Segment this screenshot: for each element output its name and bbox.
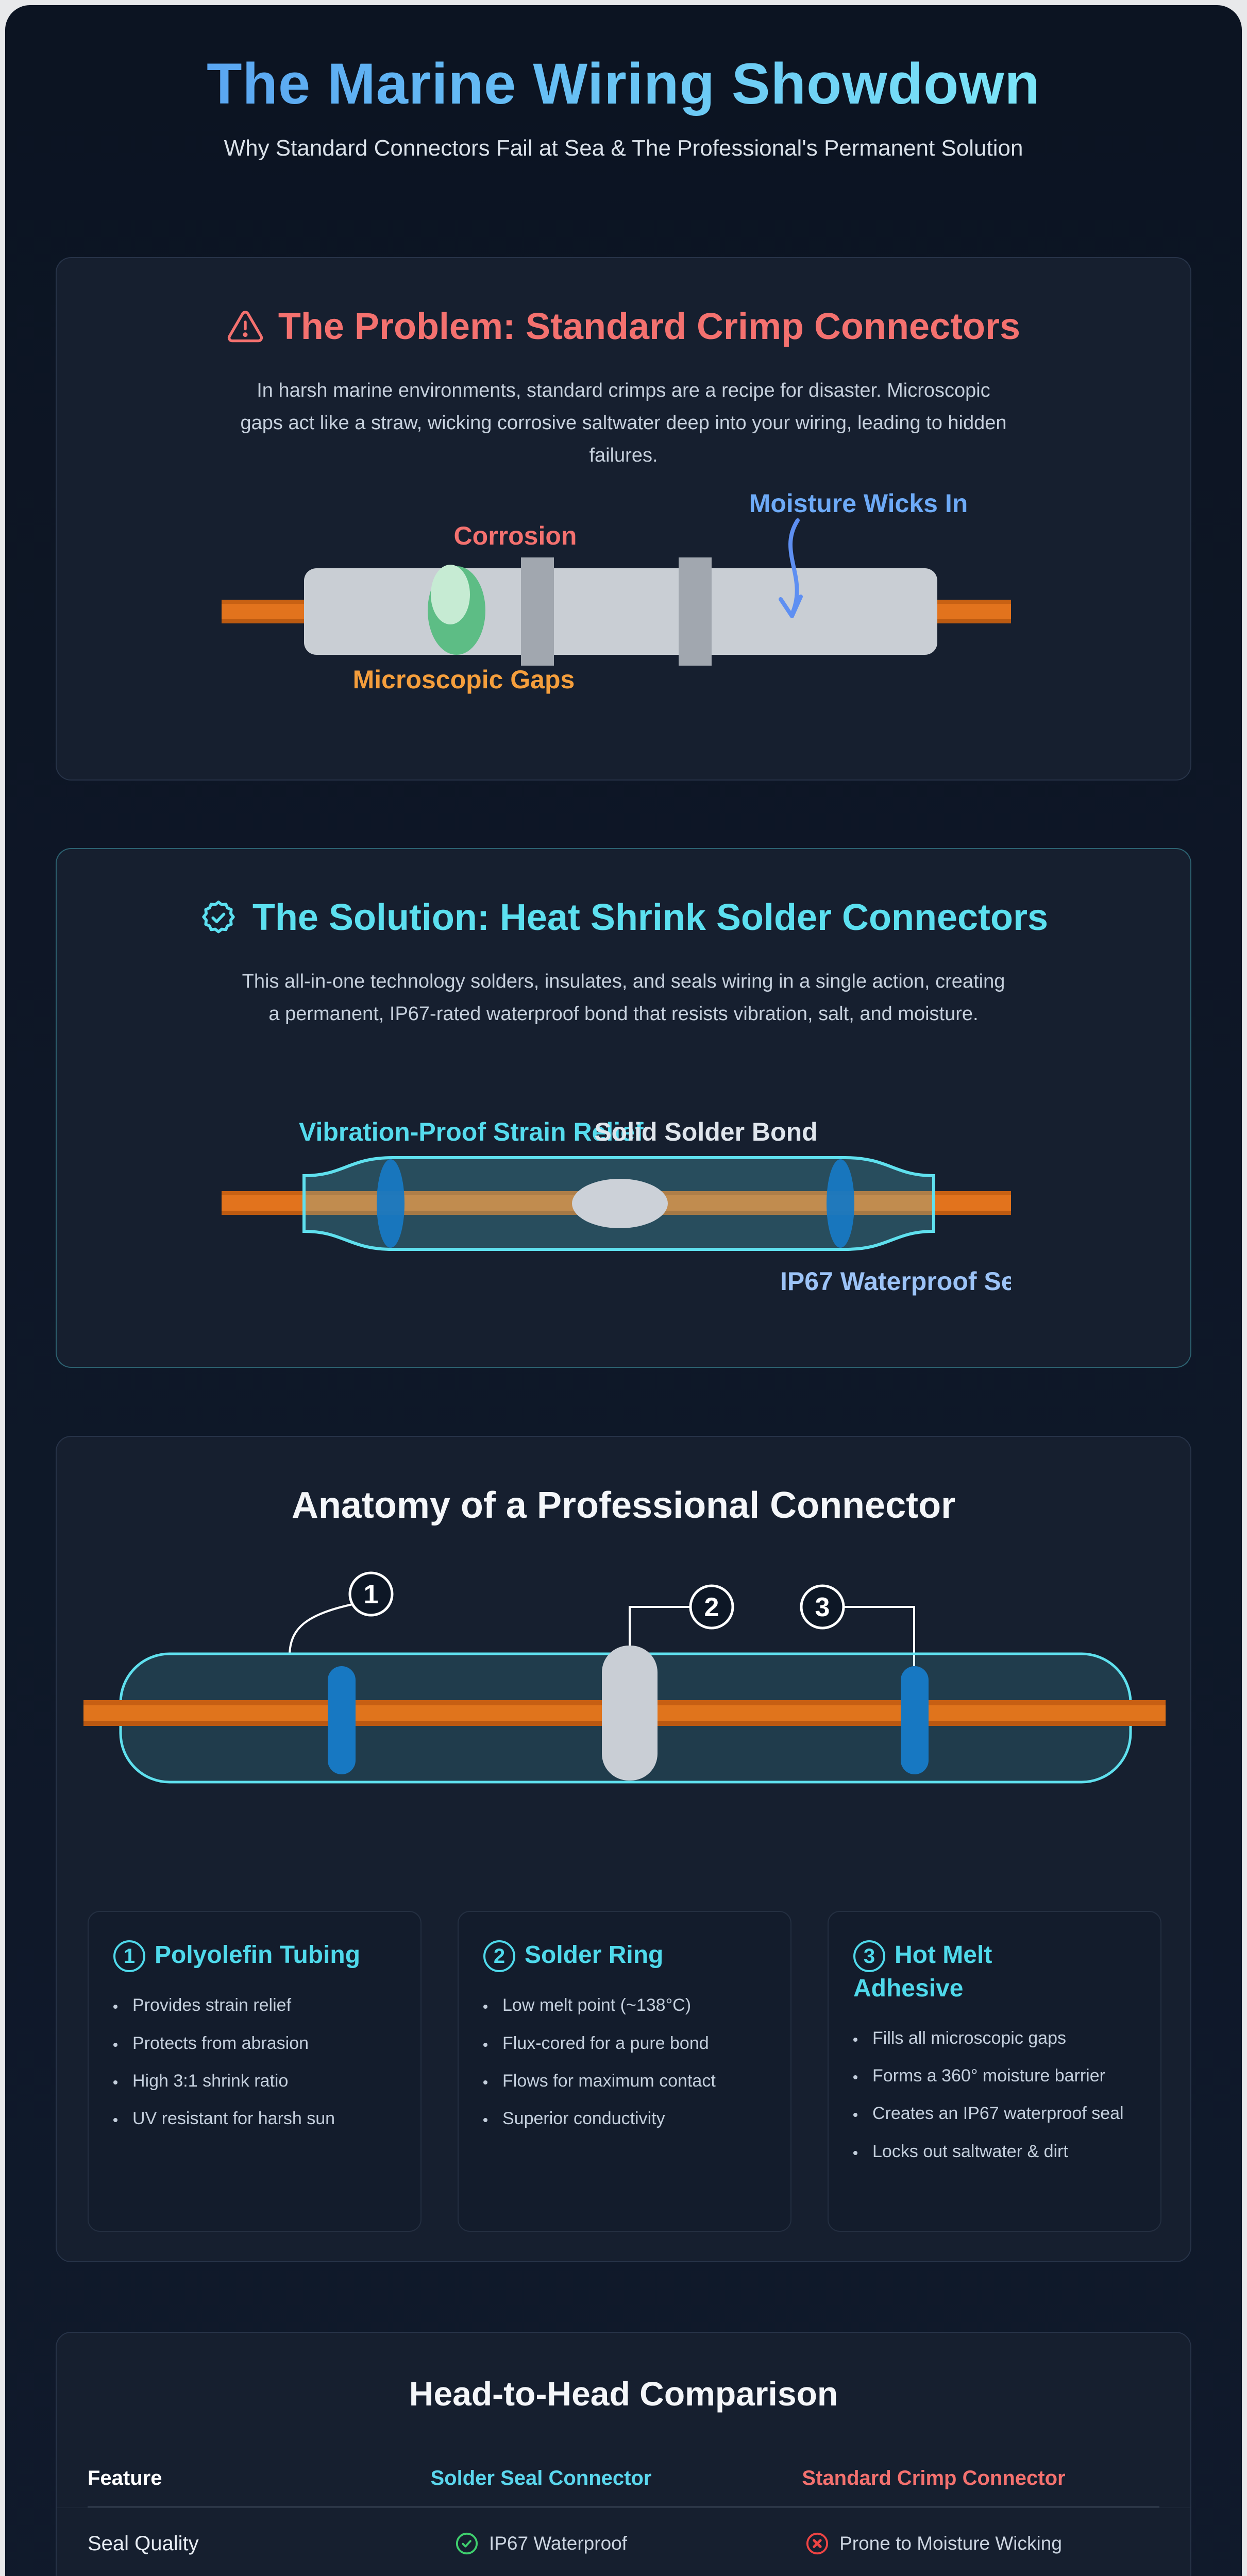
moisture-arrow	[788, 518, 800, 617]
anatomy-section: Anatomy of a Professional Connector 1	[56, 1436, 1191, 2262]
column-header-crimp: Standard Crimp Connector	[802, 2467, 1066, 2489]
crimp-failure-diagram: Corrosion Moisture Wicks In Microscopic …	[222, 489, 1011, 694]
bullet: Superior conductivity	[483, 2106, 766, 2131]
badge-1: 1	[348, 1571, 394, 1617]
adhesive-ring	[827, 1159, 854, 1248]
header-divider	[88, 2506, 1159, 2507]
label-gaps: Microscopic Gaps	[353, 665, 575, 694]
anatomy-heading: Anatomy of a Professional Connector	[57, 1484, 1190, 1527]
svg-text:1: 1	[364, 1580, 379, 1609]
infographic-page: The Marine Wiring Showdown Why Standard …	[5, 5, 1242, 2576]
comparison-heading: Head-to-Head Comparison	[57, 2374, 1190, 2413]
comparison-heading-text: Head-to-Head Comparison	[409, 2375, 838, 2413]
card-bullet-list: Low melt point (~138°C) Flux-cored for a…	[483, 1993, 766, 2131]
solution-heading: The Solution: Heat Shrink Solder Connect…	[57, 896, 1190, 939]
badge-3: 3	[800, 1584, 845, 1630]
table-row: Seal Quality IP67 Waterproof Prone to Mo…	[57, 2507, 1190, 2576]
solder-connector-diagram: Vibration-Proof Strain Relief Solid Sold…	[222, 1117, 1011, 1296]
number-badge: 3	[853, 1940, 885, 1973]
check-circle-icon	[455, 2532, 479, 2555]
x-circle-icon	[805, 2532, 829, 2555]
anatomy-diagram: 1 2 3	[83, 1571, 1166, 1784]
bullet: UV resistant for harsh sun	[113, 2106, 396, 2131]
card-bullet-list: Provides strain relief Protects from abr…	[113, 1993, 396, 2131]
shield-check-icon	[199, 898, 238, 937]
leader-line-3	[844, 1606, 915, 1666]
solder-blob	[572, 1179, 668, 1228]
bullet: Flux-cored for a pure bond	[483, 2031, 766, 2056]
header: The Marine Wiring Showdown Why Standard …	[5, 5, 1242, 165]
anatomy-heading-text: Anatomy of a Professional Connector	[291, 1485, 956, 1526]
leader-line-2	[629, 1606, 690, 1659]
problem-heading-text: The Problem: Standard Crimp Connectors	[278, 306, 1021, 347]
bullet: Locks out saltwater & dirt	[853, 2139, 1136, 2164]
solution-section: The Solution: Heat Shrink Solder Connect…	[56, 848, 1191, 1368]
bullet: Provides strain relief	[113, 1993, 396, 2018]
adhesive-ring	[901, 1666, 929, 1774]
solution-body: This all-in-one technology solders, insu…	[242, 971, 1005, 1025]
bullet: Low melt point (~138°C)	[483, 1993, 766, 2018]
page-subtitle: Why Standard Connectors Fail at Sea & Th…	[224, 135, 1023, 161]
badge-2: 2	[689, 1584, 734, 1630]
leader-line-1	[289, 1603, 353, 1654]
svg-text:3: 3	[815, 1592, 830, 1622]
page-title: The Marine Wiring Showdown	[207, 52, 1040, 116]
label-solder-bond: Solid Solder Bond	[594, 1117, 817, 1146]
bullet: High 3:1 shrink ratio	[113, 2069, 396, 2094]
column-header-solder: Solder Seal Connector	[430, 2467, 652, 2489]
adhesive-ring	[377, 1159, 405, 1248]
solder-ring	[602, 1646, 658, 1781]
bullet: Forms a 360° moisture barrier	[853, 2063, 1136, 2089]
bullet: Fills all microscopic gaps	[853, 2026, 1136, 2051]
problem-heading: The Problem: Standard Crimp Connectors	[57, 306, 1190, 348]
crimp-band	[521, 557, 554, 666]
problem-body: In harsh marine environments, standard c…	[240, 380, 1007, 467]
warning-triangle-icon	[227, 308, 264, 345]
label-waterproof-seal: IP67 Waterproof Seal	[780, 1267, 1011, 1296]
number-badge: 2	[483, 1940, 515, 1973]
label-corrosion: Corrosion	[454, 521, 577, 550]
crimp-connector-body	[304, 568, 937, 655]
bullet: Creates an IP67 waterproof seal	[853, 2101, 1136, 2126]
card-bullet-list: Fills all microscopic gaps Forms a 360° …	[853, 2026, 1136, 2164]
bullet: Protects from abrasion	[113, 2031, 396, 2056]
comparison-section: Head-to-Head Comparison Feature Solder S…	[56, 2332, 1191, 2576]
svg-text:2: 2	[704, 1592, 719, 1622]
label-moisture: Moisture Wicks In	[749, 489, 968, 518]
bullet: Flows for maximum contact	[483, 2069, 766, 2094]
label-strain-relief: Vibration-Proof Strain Relief	[299, 1117, 644, 1146]
solution-heading-text: The Solution: Heat Shrink Solder Connect…	[252, 897, 1049, 938]
column-header-feature: Feature	[88, 2467, 162, 2489]
number-badge: 1	[113, 1940, 145, 1973]
comparison-header-row: Feature Solder Seal Connector Standard C…	[57, 2467, 1190, 2490]
problem-section: The Problem: Standard Crimp Connectors I…	[56, 257, 1191, 781]
crimp-band	[679, 557, 712, 666]
adhesive-ring	[328, 1666, 356, 1774]
